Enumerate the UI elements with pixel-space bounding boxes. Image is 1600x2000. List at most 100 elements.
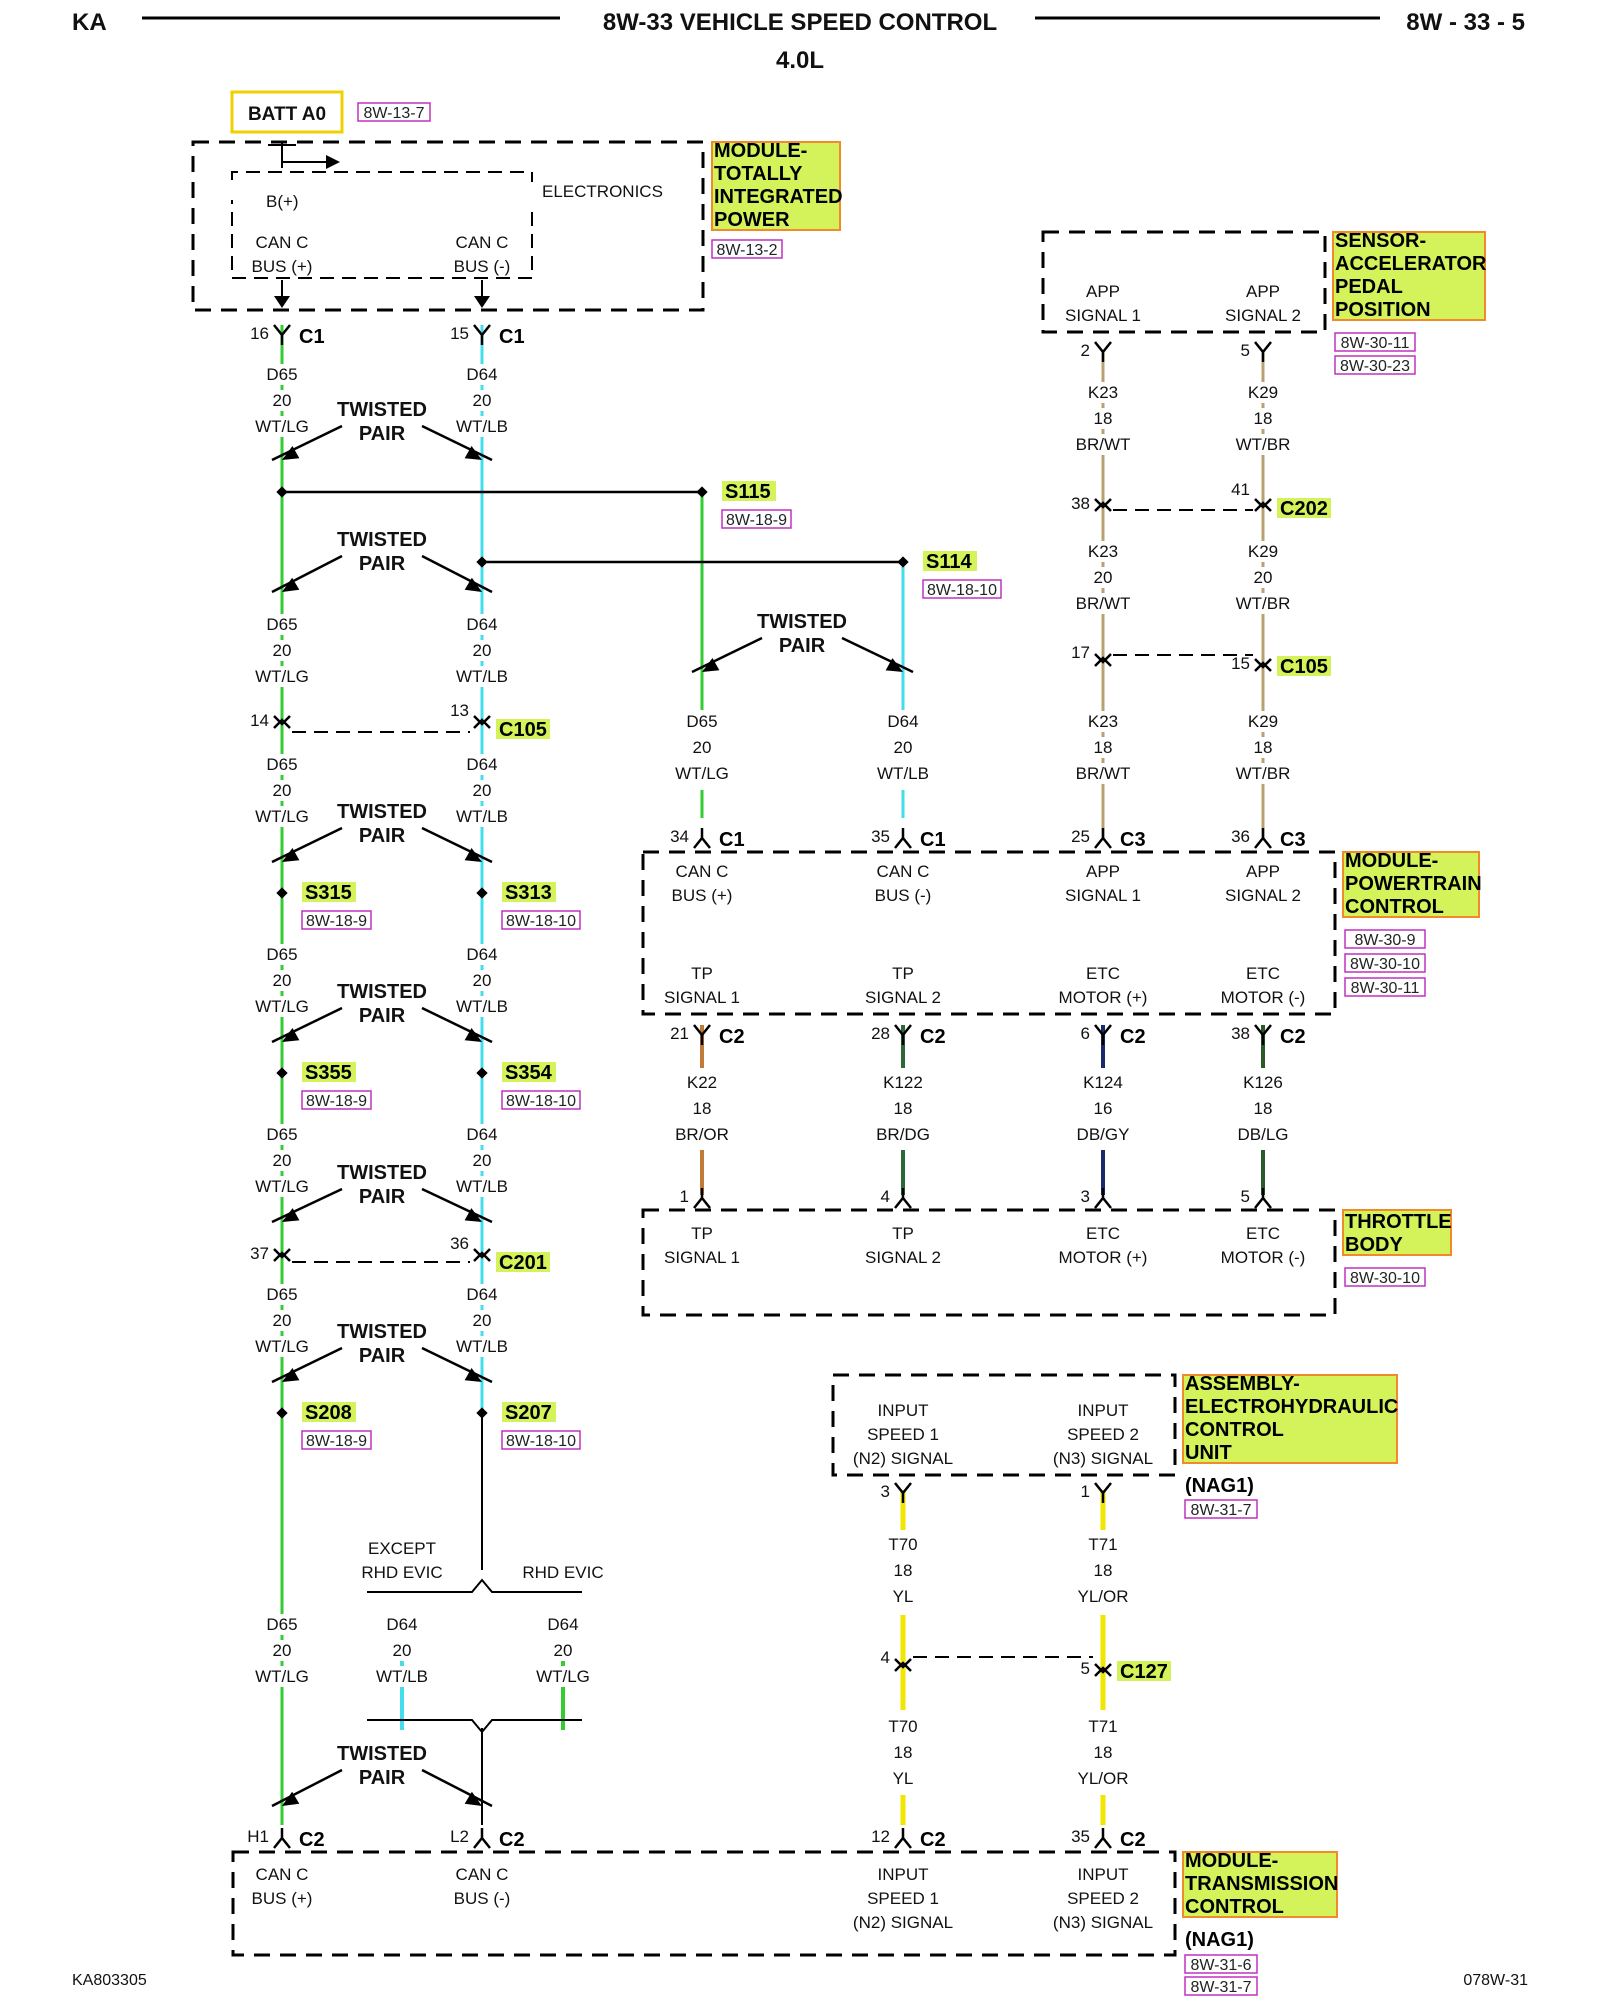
connector-tipm-c1-a[interactable]: C1 — [299, 326, 325, 348]
connector-name-pcm-2: C1 — [920, 829, 946, 851]
connector-pcm-2[interactable]: C1 — [920, 829, 946, 851]
connector-symbol-tipm-c1-b — [473, 324, 491, 345]
tipm-pin1-arrow — [274, 296, 290, 308]
tipm-title-box[interactable]: MODULE- TOTALLY INTEGRATED POWER — [711, 140, 843, 231]
connector-pcm-5[interactable]: C2 — [719, 1026, 745, 1048]
tipm-ref[interactable]: 8W-13-2 — [711, 239, 783, 259]
wire-label-bg-d64-c-0 — [452, 754, 512, 775]
splice-dot-s313 — [476, 887, 488, 899]
connector-pcm-8[interactable]: C2 — [1280, 1026, 1306, 1048]
wire-label-t71-a-2: YL/OR — [1077, 1587, 1128, 1606]
connector-symbol-c105-l — [273, 715, 291, 729]
wire-label-d64-a-2: WT/LB — [456, 417, 508, 436]
connector-tcm-2[interactable]: C2 — [499, 1829, 525, 1851]
splice-ref-s115: 8W-18-9 — [726, 512, 787, 529]
tcm-p2-l2: BUS (-) — [454, 1889, 511, 1908]
wire-label-d65-g-1: 20 — [273, 1641, 292, 1660]
connector-pcm-4[interactable]: C3 — [1280, 829, 1306, 851]
throttle-ref[interactable]: 8W-30-10 — [1344, 1267, 1426, 1287]
connector-tcm-1[interactable]: C2 — [299, 1829, 325, 1851]
connector-c202-r[interactable]: C202 — [1277, 498, 1331, 520]
ehc-p2-l1: INPUT — [1078, 1401, 1129, 1420]
connector-name-bg-c202-r — [1277, 498, 1331, 518]
wire-label-bg-d64-c-2 — [452, 806, 512, 827]
app-sensor-title[interactable]: SENSOR- ACCELERATOR PEDAL POSITION — [1332, 230, 1487, 321]
connector-c201-r[interactable]: C201 — [496, 1252, 550, 1274]
twisted-label-p2-1: TWISTED — [337, 529, 427, 551]
connector-tipm-c1-b[interactable]: C1 — [499, 326, 525, 348]
twisted-arrow-line-p2-1 — [421, 554, 493, 594]
connector-symbol-tb-4 — [1254, 1188, 1272, 1209]
twisted-label-p7-1: TWISTED — [337, 1321, 427, 1343]
wire-label-k23-b-1: 20 — [1094, 568, 1113, 587]
pcm-ref-1[interactable]: 8W-30-9 — [1344, 929, 1426, 949]
tcm-ref-2[interactable]: 8W-31-7 — [1184, 1976, 1258, 1996]
connector-name-c105k-r: C105 — [1280, 656, 1328, 678]
ehc-title-bg — [1182, 1374, 1398, 1464]
app-ref-2[interactable]: 8W-30-23 — [1334, 355, 1416, 375]
connector-pin-ehc-2: 1 — [1081, 1482, 1090, 1501]
splice-dot-s115-origin — [276, 486, 288, 498]
wire-label-bg-d64-pcm-2 — [873, 763, 933, 784]
twisted-arrow-line-p3-0 — [691, 636, 763, 674]
wire-label-bg-d64-f-0 — [452, 1284, 512, 1305]
ehc-p1-l2: SPEED 1 — [867, 1425, 939, 1444]
wire-label-bg-d64-rhd-0 — [533, 1614, 593, 1635]
wire-label-d65-d-0: D65 — [266, 945, 297, 964]
pcm-title[interactable]: MODULE- POWERTRAIN CONTROL — [1342, 850, 1482, 918]
wire-label-bg-t70-a-0 — [873, 1534, 933, 1555]
wire-label-bg-k23-c-2 — [1073, 763, 1133, 784]
connector-pcm-1[interactable]: C1 — [719, 829, 745, 851]
twisted-arrow-head-p2-1 — [464, 577, 482, 592]
app-ref-1[interactable]: 8W-30-11 — [1334, 332, 1416, 352]
wire-label-bg-t71-a-1 — [1073, 1560, 1133, 1581]
connector-name-pcm-4: C3 — [1280, 829, 1306, 851]
tipm-pin2-arrow — [474, 296, 490, 308]
connector-pcm-3[interactable]: C3 — [1120, 829, 1146, 851]
wire-label-k124-1: 16 — [1094, 1099, 1113, 1118]
connector-pcm-7[interactable]: C2 — [1120, 1026, 1146, 1048]
connector-pcm-6[interactable]: C2 — [920, 1026, 946, 1048]
wire-label-d64-pcm-1: 20 — [894, 738, 913, 757]
twisted-arrow-line-p1-1 — [421, 424, 493, 462]
wire-label-bg-k23-a-0 — [1073, 382, 1133, 403]
wire-label-bg-d65-f-2 — [252, 1336, 312, 1357]
tcm-ref-1[interactable]: 8W-31-6 — [1184, 1954, 1258, 1974]
wire-label-bg-t71-b-0 — [1073, 1716, 1133, 1737]
tipm-pin1-line1: CAN C — [256, 233, 309, 252]
tcm-title-2: TRANSMISSION — [1185, 1873, 1338, 1895]
connector-name-pcm-6: C2 — [920, 1026, 946, 1048]
throttle-title[interactable]: THROTTLE BODY — [1342, 1209, 1452, 1256]
connector-tcm-3[interactable]: C2 — [920, 1829, 946, 1851]
connector-c105k-r[interactable]: C105 — [1277, 656, 1331, 678]
pcm-ref-2[interactable]: 8W-30-10 — [1344, 953, 1426, 973]
connector-tcm-4[interactable]: C2 — [1120, 1829, 1146, 1851]
ehc-title[interactable]: ASSEMBLY- ELECTROHYDRAULIC CONTROL UNIT … — [1182, 1373, 1398, 1497]
wire-label-bg-t70-b-1 — [873, 1742, 933, 1763]
connector-c105-r[interactable]: C105 — [496, 719, 550, 741]
connector-c127-r[interactable]: C127 — [1117, 1661, 1171, 1683]
wire-label-k23-a-2: BR/WT — [1076, 435, 1131, 454]
wire-label-bg-k124-1 — [1073, 1098, 1133, 1119]
wire-label-bg-d65-e-0 — [252, 1124, 312, 1145]
batt-ref[interactable]: 8W-13-7 — [357, 102, 431, 122]
wire-label-d64-c-0: D64 — [466, 755, 497, 774]
pcm-top-2-l2: BUS (-) — [875, 886, 932, 905]
wire-label-d65-b-2: WT/LG — [255, 667, 309, 686]
pcm-ref-3[interactable]: 8W-30-11 — [1344, 977, 1426, 997]
connector-name-tipm-c1-a: C1 — [299, 326, 325, 348]
splice-ref-s207: 8W-18-10 — [506, 1433, 576, 1450]
twisted-label-p1-1: TWISTED — [337, 399, 427, 421]
tcm-title[interactable]: MODULE- TRANSMISSION CONTROL (NAG1) — [1182, 1850, 1338, 1951]
ehc-ref[interactable]: 8W-31-7 — [1184, 1499, 1258, 1519]
tb-p4-l1: ETC — [1246, 1224, 1280, 1243]
